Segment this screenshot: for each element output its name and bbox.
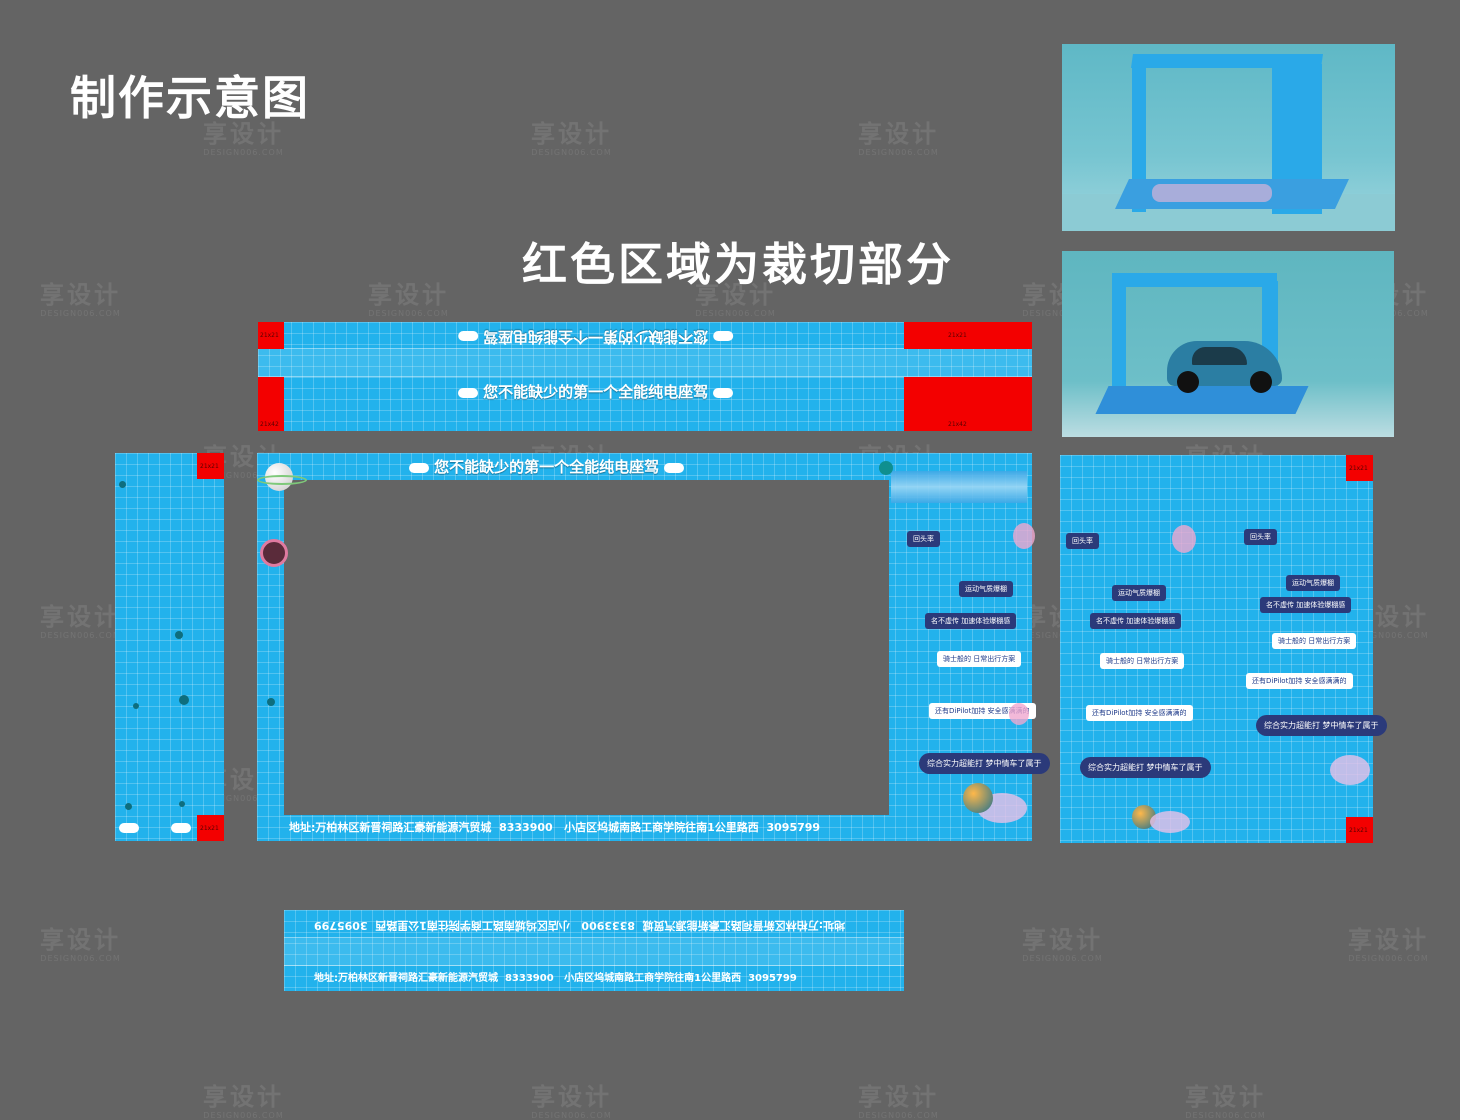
cut-area: 21x21	[1346, 455, 1373, 481]
slogan: 您不能缺少的第一个全能纯电座驾	[458, 381, 734, 402]
left-pillar: 21x21 21x21	[115, 453, 224, 841]
cut-area: 21x21	[258, 322, 284, 349]
render-photo-car	[1062, 251, 1394, 437]
page-title: 制作示意图	[70, 71, 310, 125]
bottom-strip: 地址:万柏林区新晋祠路汇豪新能源汽贸城 8333900 小店区坞城南路工商学院往…	[284, 910, 904, 991]
slogan-flipped: 您不能缺少的第一个全能纯电座驾	[458, 327, 734, 348]
cut-area: 21x21	[1346, 817, 1373, 843]
donut-icon	[260, 539, 288, 567]
render-photo-frame	[1062, 44, 1395, 231]
address-line: 地址:万柏林区新晋祠路汇豪新能源汽贸城 8333900 小店区坞城南路工商学院往…	[314, 973, 797, 984]
cut-area: 21x42	[904, 377, 1032, 431]
right-pillar: 21x21 21x21 回头率 回头率 运动气质爆棚 运动气质爆棚 名不虚传 加…	[1060, 455, 1387, 843]
cut-area: 21x21	[197, 815, 224, 841]
cut-area: 21x21	[197, 453, 224, 479]
cut-area: 21x42	[258, 377, 284, 431]
cut-area: 21x21	[904, 322, 1032, 349]
main-frame: 您不能缺少的第一个全能纯电座驾 回头率 运动气质爆棚 名不虚传 加速体验爆棚感 …	[257, 453, 1050, 841]
slogan: 您不能缺少的第一个全能纯电座驾	[409, 456, 685, 477]
address-line-flipped: 地址:万柏林区新晋祠路汇豪新能源汽贸城 8333900 小店区坞城南路工商学院往…	[314, 919, 846, 932]
cut-note: 红色区域为裁切部分	[522, 238, 955, 291]
top-strip: 21x21 21x42 21x21 21x42 您不能缺少的第一个全能纯电座驾 …	[258, 322, 1032, 431]
address-line: 地址:万柏林区新晋祠路汇豪新能源汽贸城 8333900 小店区坞城南路工商学院往…	[289, 821, 821, 834]
